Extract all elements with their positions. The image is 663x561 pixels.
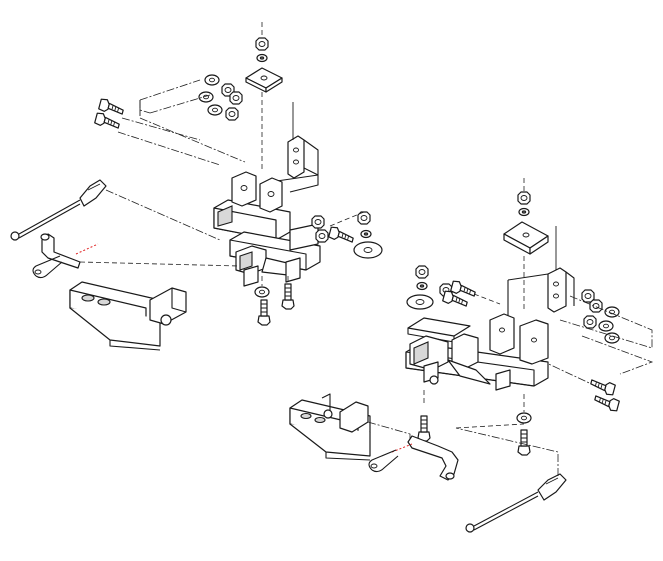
hex-nut: [311, 215, 325, 229]
cotter-clip: [368, 449, 399, 473]
receiver-body: [213, 171, 321, 287]
flat-washer: [604, 332, 620, 344]
frame-outline: [539, 359, 601, 389]
center-line: [105, 189, 221, 241]
frame-outline: [139, 117, 246, 163]
hex-bolt: [257, 299, 271, 326]
flat-washer: [207, 104, 223, 116]
hex-nut: [315, 229, 329, 243]
center-line: [455, 427, 559, 476]
frame-outline: [581, 335, 654, 375]
flat-washer: [604, 306, 620, 318]
side-bracket: [507, 226, 575, 316]
right-hitch-assembly: [289, 178, 654, 533]
flat-washer: [204, 74, 220, 86]
hex-bolt: [588, 377, 617, 397]
hex-nut: [415, 265, 429, 279]
hex-nut: [589, 299, 603, 313]
hex-nut: [583, 315, 597, 329]
safety-cable: [465, 473, 567, 533]
lock-washer: [416, 281, 428, 291]
large-washer: [353, 241, 383, 259]
receiver-body: [405, 313, 549, 391]
center-line: [121, 117, 201, 141]
ball-mount: [69, 281, 187, 351]
hex-bolt: [327, 225, 356, 245]
center-line: [79, 261, 241, 267]
hex-nut: [225, 107, 239, 121]
flat-washer: [598, 320, 614, 332]
hex-nut: [517, 191, 531, 205]
hex-nut: [255, 37, 269, 51]
ball-mount: [289, 393, 371, 461]
center-line: [329, 211, 365, 227]
large-washer: [406, 294, 434, 310]
center-line: [367, 421, 411, 440]
red-center-line: [75, 243, 99, 255]
flat-washer: [254, 286, 270, 298]
lock-washer: [256, 53, 268, 63]
flat-washer: [198, 91, 214, 103]
left-hitch-assembly: [10, 22, 383, 351]
flat-washer: [516, 412, 532, 424]
hex-bolt: [93, 111, 122, 131]
spacer-plate: [245, 67, 283, 93]
center-line: [455, 423, 525, 429]
hex-nut: [229, 91, 243, 105]
safety-cable: [10, 179, 107, 241]
side-bracket: [269, 102, 319, 193]
hex-bolt: [417, 415, 431, 442]
red-center-line: [391, 443, 413, 453]
center-line: [473, 293, 501, 305]
hex-bolt: [281, 283, 295, 310]
spacer-plate: [503, 221, 549, 255]
frame-outline: [559, 295, 653, 349]
lock-washer: [518, 207, 530, 217]
lock-washer: [360, 229, 372, 239]
hitch-pin: [407, 435, 459, 481]
center-line: [117, 131, 221, 166]
hex-bolt: [517, 429, 531, 456]
cotter-clip: [32, 255, 63, 279]
hex-bolt: [592, 393, 621, 413]
